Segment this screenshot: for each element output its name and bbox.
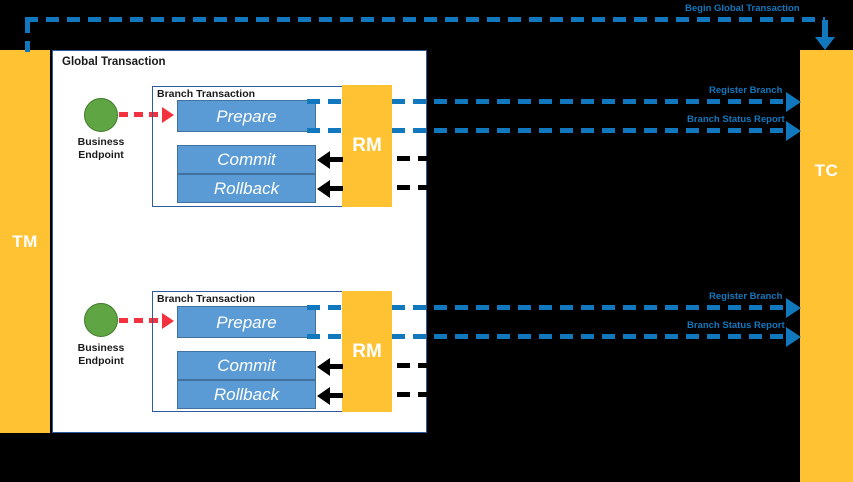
begin-global-transaction-line bbox=[25, 17, 825, 22]
action-label-rollback-1: Rollback bbox=[213, 179, 280, 198]
resource-manager-1[interactable]: RM bbox=[342, 85, 392, 207]
commit-signal-line-2 bbox=[397, 363, 427, 368]
register-branch-label-2: Register Branch bbox=[709, 291, 783, 302]
branch-status-report-line-1 bbox=[392, 128, 787, 133]
endpoint-to-prepare-line-2 bbox=[119, 318, 162, 323]
register-branch-line-2 bbox=[392, 305, 787, 310]
branch-status-report-stub-2 bbox=[307, 334, 343, 339]
action-box-prepare-2[interactable]: Prepare bbox=[177, 306, 316, 338]
branch-status-report-arrowhead-2 bbox=[786, 327, 801, 347]
action-label-commit-2: Commit bbox=[217, 356, 276, 375]
branch-transaction-title-1: Branch Transaction bbox=[155, 88, 258, 100]
register-branch-arrowhead-2 bbox=[786, 298, 801, 318]
actor-tc-label: TC bbox=[814, 161, 839, 180]
business-endpoint-label-2-line1: Business bbox=[77, 342, 125, 354]
resource-manager-label-1: RM bbox=[352, 135, 382, 156]
endpoint-to-prepare-line-1 bbox=[119, 112, 162, 117]
business-endpoint-label-2: Business Endpoint bbox=[66, 342, 136, 368]
begin-global-transaction-riser bbox=[25, 20, 30, 52]
rollback-signal-line-2 bbox=[397, 392, 427, 397]
begin-global-transaction-arrow-stem bbox=[822, 20, 828, 38]
begin-global-transaction-label: Begin Global Transaction bbox=[685, 3, 800, 14]
commit-signal-arrowhead-2 bbox=[317, 358, 330, 376]
rollback-signal-arrowhead-1 bbox=[317, 180, 330, 198]
begin-global-transaction-arrowhead bbox=[815, 37, 835, 50]
action-box-commit-2[interactable]: Commit bbox=[177, 351, 316, 380]
commit-signal-line-1 bbox=[397, 156, 427, 161]
actor-tc[interactable]: TC bbox=[800, 50, 853, 482]
resource-manager-label-2: RM bbox=[352, 340, 382, 362]
action-label-prepare-1: Prepare bbox=[216, 106, 277, 126]
action-label-commit-1: Commit bbox=[217, 150, 276, 169]
business-endpoint-circle-1[interactable] bbox=[84, 98, 118, 132]
resource-manager-2[interactable]: RM bbox=[342, 291, 392, 412]
business-endpoint-label-1: Business Endpoint bbox=[66, 136, 136, 162]
action-box-rollback-1[interactable]: Rollback bbox=[177, 174, 316, 203]
branch-status-report-stub-1 bbox=[307, 128, 343, 133]
rollback-signal-line-1 bbox=[397, 185, 427, 190]
commit-signal-stem-2 bbox=[330, 364, 343, 369]
actor-tm[interactable]: TM bbox=[0, 50, 50, 433]
action-label-rollback-2: Rollback bbox=[213, 385, 280, 404]
global-transaction-title: Global Transaction bbox=[62, 56, 166, 68]
commit-signal-arrowhead-1 bbox=[317, 151, 330, 169]
action-label-prepare-2: Prepare bbox=[216, 312, 277, 332]
branch-status-report-arrowhead-1 bbox=[786, 121, 801, 141]
register-branch-label-1: Register Branch bbox=[709, 85, 783, 96]
branch-status-report-label-2: Branch Status Report bbox=[687, 320, 785, 331]
branch-status-report-line-2 bbox=[392, 334, 787, 339]
rollback-signal-arrowhead-2 bbox=[317, 387, 330, 405]
endpoint-to-prepare-arrowhead-1 bbox=[162, 107, 174, 123]
branch-status-report-label-1: Branch Status Report bbox=[687, 114, 785, 125]
commit-signal-stem-1 bbox=[330, 157, 343, 162]
action-box-commit-1[interactable]: Commit bbox=[177, 145, 316, 174]
business-endpoint-circle-2[interactable] bbox=[84, 303, 118, 337]
register-branch-stub-2 bbox=[307, 305, 343, 310]
business-endpoint-label-1-line1: Business bbox=[77, 136, 125, 148]
register-branch-arrowhead-1 bbox=[786, 92, 801, 112]
register-branch-stub-1 bbox=[307, 99, 343, 104]
business-endpoint-label-2-line2: Endpoint bbox=[78, 355, 124, 368]
actor-tm-label: TM bbox=[12, 231, 38, 251]
business-endpoint-label-1-line2: Endpoint bbox=[78, 149, 124, 162]
rollback-signal-stem-2 bbox=[330, 393, 343, 398]
action-box-rollback-2[interactable]: Rollback bbox=[177, 380, 316, 409]
action-box-prepare-1[interactable]: Prepare bbox=[177, 100, 316, 132]
branch-transaction-title-2: Branch Transaction bbox=[155, 293, 258, 305]
endpoint-to-prepare-arrowhead-2 bbox=[162, 313, 174, 329]
rollback-signal-stem-1 bbox=[330, 186, 343, 191]
register-branch-line-1 bbox=[392, 99, 787, 104]
